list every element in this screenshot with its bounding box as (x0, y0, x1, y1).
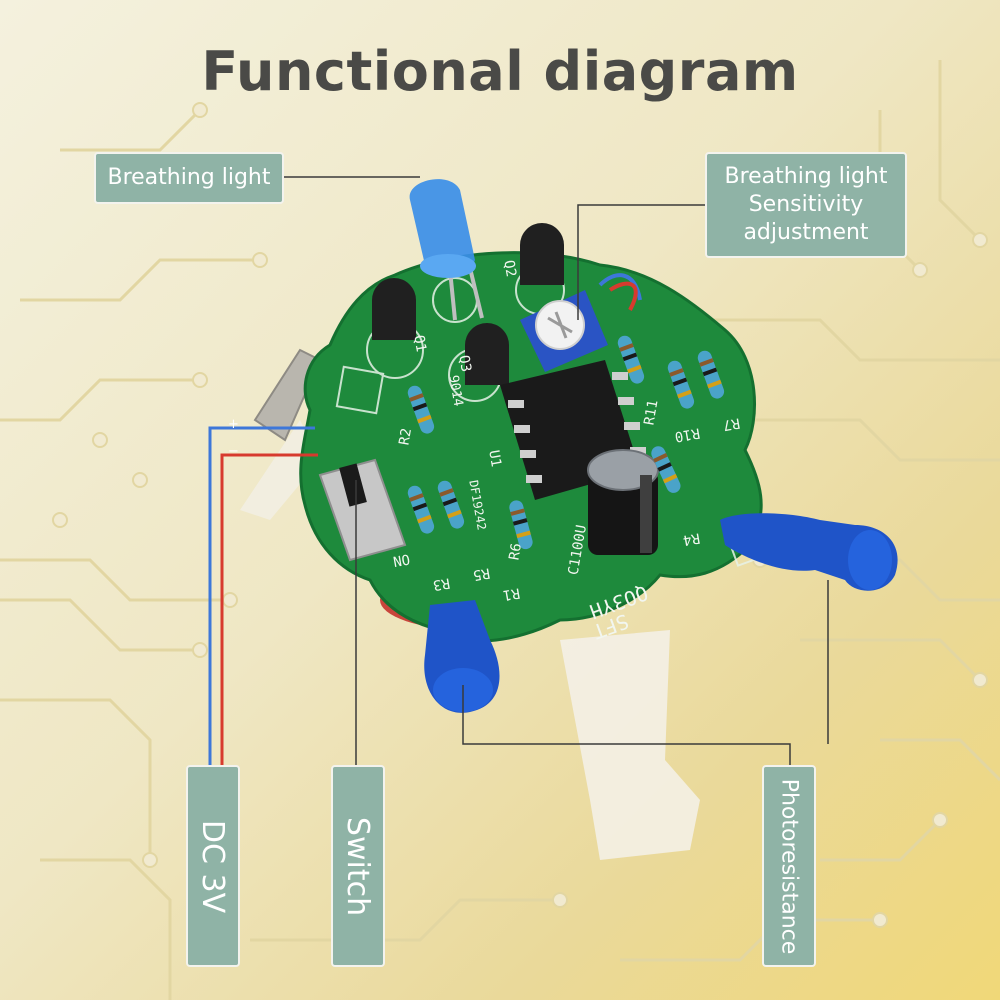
silk-c1: C1100U (566, 524, 591, 577)
silk-q2: Q2 (500, 259, 519, 278)
transistor-q3 (465, 323, 509, 385)
label-breathing-light: Breathing light (94, 152, 284, 204)
led-breathing-light (409, 179, 484, 321)
leader-sensitivity (577, 204, 706, 320)
silk-df: DF19242 (466, 479, 489, 531)
electrolytic-capacitor (587, 449, 659, 555)
silk-on: ON (392, 550, 411, 569)
silk-r2: R2 (396, 427, 415, 446)
wire-blue (208, 426, 315, 766)
label-switch-text: Switch (340, 816, 376, 916)
label-sensitivity-line-2: Sensitivity (748, 192, 864, 217)
label-breathing-light-text: Breathing light (107, 165, 271, 190)
silk-r10: R10 (673, 424, 701, 444)
resistors (407, 335, 725, 550)
silk-r4: R4 (682, 529, 701, 548)
page-title: Functional diagram (201, 40, 799, 103)
silk-r11: R11 (641, 399, 661, 427)
silk-r5: R5 (472, 564, 491, 583)
silk-u1: U1 (485, 449, 504, 468)
label-dc-3v-text: DC 3V (195, 819, 231, 913)
silk-q3: Q3 (455, 354, 474, 373)
label-photoresistance-text: Photoresistance (776, 778, 802, 954)
silk-9014: 9014 (445, 374, 465, 408)
label-sensitivity-adjustment: Breathing light Sensitivity adjustment (705, 152, 907, 258)
label-dc-3v: DC 3V (186, 765, 240, 967)
silk-q1: Q1 (410, 334, 429, 353)
label-sensitivity-line-1: Breathing light (724, 164, 888, 189)
translucent-leg-bottom (560, 630, 700, 860)
slide-switch (318, 458, 407, 562)
label-switch: Switch (331, 765, 385, 967)
leader-photoresistance (462, 580, 829, 766)
transistor-q2 (520, 223, 564, 285)
translucent-leg-left (240, 420, 320, 520)
transistor-q1 (372, 278, 416, 340)
label-photoresistance: Photoresistance (762, 765, 816, 967)
photoresistor-cap-right (720, 513, 898, 591)
silk-r3: R3 (432, 574, 451, 593)
battery-plus-mark: + (228, 417, 239, 432)
potentiometer (520, 290, 608, 372)
battery-minus-mark: − (228, 444, 239, 459)
silk-r1: R1 (502, 584, 521, 603)
label-sensitivity-line-3: adjustment (743, 220, 869, 245)
silk-r7: R7 (722, 414, 741, 433)
wire-red (220, 453, 318, 766)
silk-r6: R6 (506, 542, 525, 561)
